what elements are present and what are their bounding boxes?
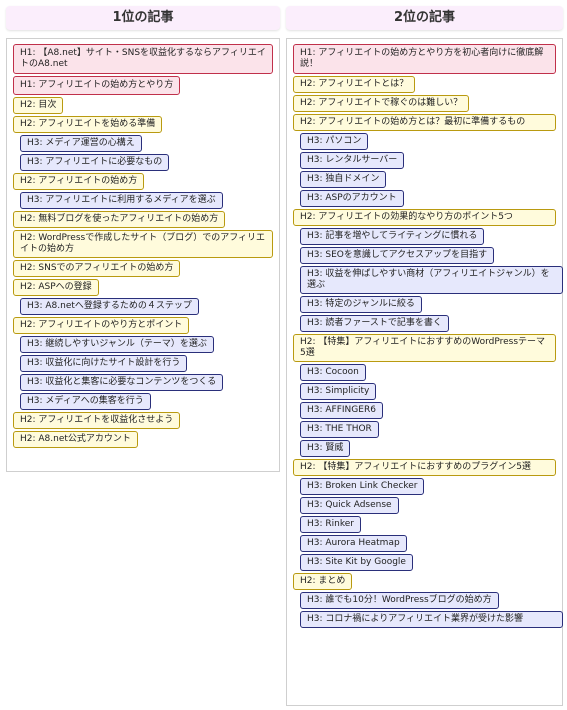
left-column: 1位の記事 H1: 【A8.net】サイト・SNSを収益化するならアフィリエイト… bbox=[6, 6, 280, 472]
right-heading-h3-item[interactable]: H3: ASPのアカウント bbox=[300, 190, 404, 207]
right-heading-h3-item[interactable]: H3: 記事を増やしてライティングに慣れる bbox=[300, 228, 485, 245]
right-heading-h3-item[interactable]: H3: Rinker bbox=[300, 516, 361, 533]
left-heading-h3-item[interactable]: H3: メディア運営の心構え bbox=[20, 135, 142, 152]
right-heading-h2-item[interactable]: H2: アフィリエイトとは？ bbox=[293, 76, 416, 93]
left-heading-h2-item[interactable]: H2: アフィリエイトを収益化させよう bbox=[13, 412, 181, 429]
right-heading-h3-item[interactable]: H3: 賢威 bbox=[300, 440, 351, 457]
left-heading-h2-item[interactable]: H2: アフィリエイトを始める準備 bbox=[13, 116, 163, 133]
right-outline-panel: H1: アフィリエイトの始め方とやり方を初心者向けに徹底解説！ H2: アフィリエ… bbox=[286, 38, 563, 706]
right-heading-h3-item[interactable]: H3: 独自ドメイン bbox=[300, 171, 387, 188]
left-heading-h3-item[interactable]: H3: 収益化に向けたサイト設計を行う bbox=[20, 355, 188, 372]
right-column: 2位の記事 H1: アフィリエイトの始め方とやり方を初心者向けに徹底解説！ H2:… bbox=[286, 6, 563, 706]
right-heading-h2-item[interactable]: H2: 【特集】アフィリエイトにおすすめのプラグイン5選 bbox=[293, 459, 556, 476]
left-heading-h3-item[interactable]: H3: 継続しやすいジャンル（テーマ）を選ぶ bbox=[20, 336, 214, 353]
left-heading-h1-item[interactable]: H1: 【A8.net】サイト・SNSを収益化するならアフィリエイトのA8.ne… bbox=[13, 44, 273, 74]
right-heading-h2-item[interactable]: H2: まとめ bbox=[293, 573, 353, 590]
right-heading-h2-item[interactable]: H2: アフィリエイトの効果的なやり方のポイント5つ bbox=[293, 209, 556, 226]
right-heading-h3-item[interactable]: H3: AFFINGER6 bbox=[300, 402, 383, 419]
left-heading-h2-item[interactable]: H2: 無料ブログを使ったアフィリエイトの始め方 bbox=[13, 211, 226, 228]
left-heading-h1-item[interactable]: H1: アフィリエイトの始め方とやり方 bbox=[13, 76, 181, 95]
right-heading-h2-item[interactable]: H2: アフィリエイトの始め方とは？最初に準備するもの bbox=[293, 114, 556, 131]
right-heading-h3-item[interactable]: H3: パソコン bbox=[300, 133, 369, 150]
right-heading-h3-item[interactable]: H3: 読者ファーストで記事を書く bbox=[300, 315, 449, 332]
left-heading-h3-item[interactable]: H3: 収益化と集客に必要なコンテンツをつくる bbox=[20, 374, 224, 391]
right-heading-h2-item[interactable]: H2: アフィリエイトで稼ぐのは難しい？ bbox=[293, 95, 470, 112]
left-heading-h2-item[interactable]: H2: ASPへの登録 bbox=[13, 279, 99, 296]
left-outline-panel: H1: 【A8.net】サイト・SNSを収益化するならアフィリエイトのA8.ne… bbox=[6, 38, 280, 472]
right-heading-h3-item[interactable]: H3: Site Kit by Google bbox=[300, 554, 413, 571]
left-heading-h2-item[interactable]: H2: WordPressで作成したサイト（ブログ）でのアフィリエイトの始め方 bbox=[13, 230, 273, 258]
left-column-title: 1位の記事 bbox=[6, 6, 280, 30]
right-heading-h3-item[interactable]: H3: Cocoon bbox=[300, 364, 366, 381]
right-heading-h3-item[interactable]: H3: レンタルサーバー bbox=[300, 152, 405, 169]
right-heading-h3-item[interactable]: H3: THE THOR bbox=[300, 421, 379, 438]
right-heading-h3-item[interactable]: H3: 収益を伸ばしやすい商材（アフィリエイトジャンル）を選ぶ bbox=[300, 266, 563, 294]
right-heading-h3-item[interactable]: H3: Aurora Heatmap bbox=[300, 535, 407, 552]
right-heading-h3-item[interactable]: H3: コロナ禍によりアフィリエイト業界が受けた影響 bbox=[300, 611, 563, 628]
left-heading-h2-item[interactable]: H2: A8.net公式アカウント bbox=[13, 431, 138, 448]
right-heading-h3-item[interactable]: H3: Broken Link Checker bbox=[300, 478, 425, 495]
left-heading-h2-item[interactable]: H2: アフィリエイトのやり方とポイント bbox=[13, 317, 190, 334]
left-heading-h3-item[interactable]: H3: メディアへの集客を行う bbox=[20, 393, 151, 410]
left-heading-h3-item[interactable]: H3: アフィリエイトに必要なもの bbox=[20, 154, 170, 171]
left-heading-h3-item[interactable]: H3: アフィリエイトに利用するメディアを選ぶ bbox=[20, 192, 223, 209]
right-column-title: 2位の記事 bbox=[286, 6, 563, 30]
right-heading-h3-item[interactable]: H3: Quick Adsense bbox=[300, 497, 399, 514]
right-heading-h1-item[interactable]: H1: アフィリエイトの始め方とやり方を初心者向けに徹底解説！ bbox=[293, 44, 556, 74]
right-heading-h2-item[interactable]: H2: 【特集】アフィリエイトにおすすめのWordPressテーマ5選 bbox=[293, 334, 556, 362]
left-heading-h3-item[interactable]: H3: A8.netへ登録するための４ステップ bbox=[20, 298, 199, 315]
left-heading-h2-item[interactable]: H2: アフィリエイトの始め方 bbox=[13, 173, 145, 190]
left-heading-h2-item[interactable]: H2: SNSでのアフィリエイトの始め方 bbox=[13, 260, 181, 277]
right-heading-h3-item[interactable]: H3: 誰でも10分！WordPressブログの始め方 bbox=[300, 592, 499, 609]
left-heading-h2-item[interactable]: H2: 目次 bbox=[13, 97, 64, 114]
right-heading-h3-item[interactable]: H3: 特定のジャンルに絞る bbox=[300, 296, 422, 313]
right-heading-h3-item[interactable]: H3: SEOを意識してアクセスアップを目指す bbox=[300, 247, 495, 264]
right-heading-h3-item[interactable]: H3: Simplicity bbox=[300, 383, 377, 400]
